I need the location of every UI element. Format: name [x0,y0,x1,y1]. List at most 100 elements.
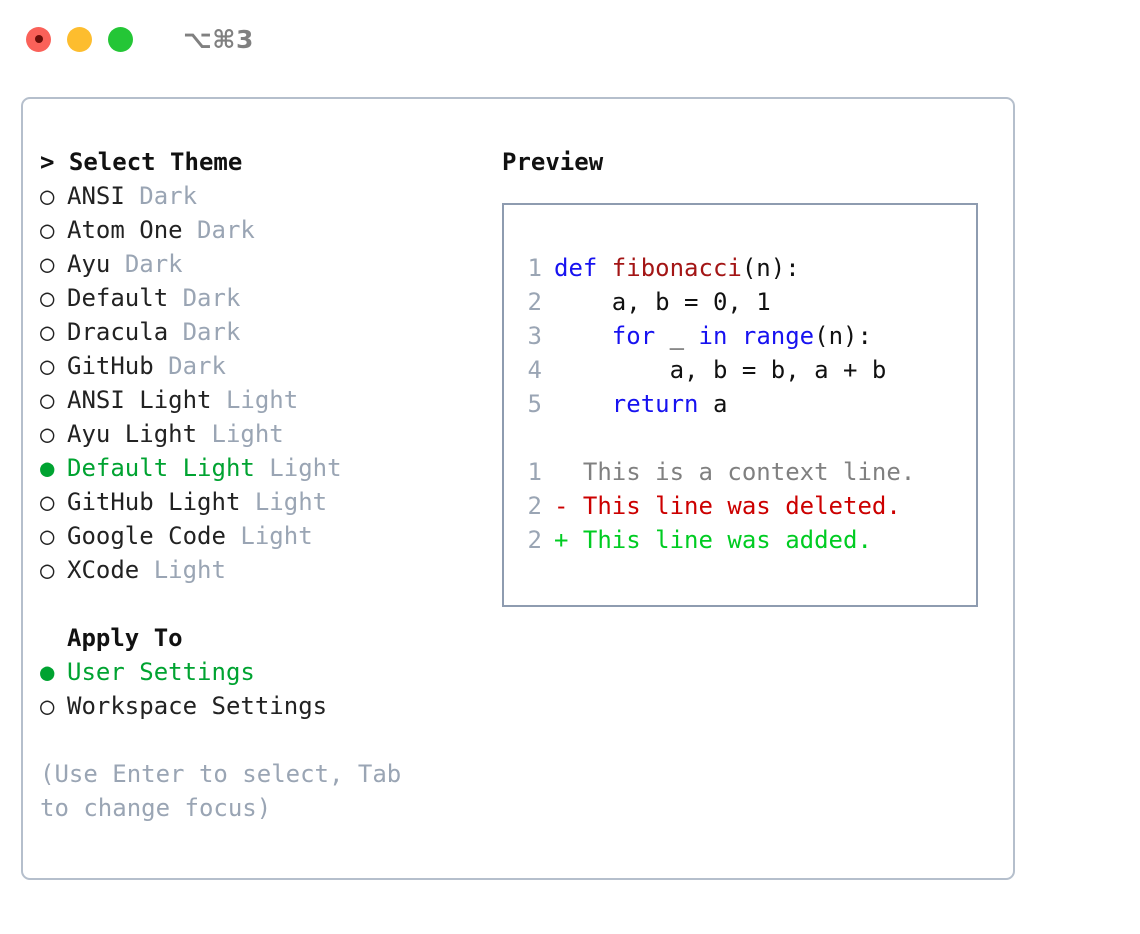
theme-option[interactable]: ○ ANSI Light Light [40,383,470,417]
theme-option-gap [226,522,240,550]
radio-unselected-icon[interactable]: ○ [40,488,55,516]
theme-option-kind: Dark [197,216,255,244]
code-token: a, b = b, a + b [554,356,887,384]
maximize-button[interactable] [108,26,133,52]
code-token: def [554,254,612,282]
code-token: in [698,322,728,350]
apply-to-option[interactable]: ● User Settings [40,655,470,689]
code-token [554,390,612,418]
select-theme-heading: > Select Theme [40,145,470,179]
theme-option-kind: Light [211,420,284,448]
theme-option-gap [125,182,139,210]
apply-to-option-label: User Settings [67,658,255,686]
close-button[interactable] [26,26,51,52]
theme-option[interactable]: ○ Atom One Dark [40,213,470,247]
theme-option-kind: Light [225,386,299,414]
theme-option-gap [183,216,197,244]
line-number: 3 [527,322,542,350]
theme-option-label: Ayu Light [67,420,198,448]
radio-unselected-icon[interactable]: ○ [40,420,55,448]
theme-option-kind: Dark [182,318,241,346]
theme-option-kind: Dark [168,352,226,380]
theme-option-gap [168,284,182,312]
radio-unselected-icon[interactable]: ○ [40,692,55,720]
diff-sign: - [554,492,569,520]
theme-option-gap [110,250,124,278]
code-token: _ [655,322,699,350]
apply-to-list: ● User Settings ○ Workspace Settings [40,655,470,723]
keyboard-shortcut-label: ⌥⌘3 [183,24,254,54]
theme-option[interactable]: ○Default Dark [40,281,470,315]
theme-option-gap [197,420,211,448]
theme-option-kind: Light [269,454,342,482]
radio-unselected-icon[interactable]: ○ [40,216,55,244]
code-token: a, b = 0, 1 [554,288,771,316]
radio-unselected-icon[interactable]: ○ [40,250,55,278]
radio-selected-icon[interactable]: ● [40,658,55,686]
radio-unselected-icon[interactable]: ○ [40,182,55,210]
code-line: 1 def fibonacci(n): [516,251,915,285]
radio-unselected-icon[interactable]: ○ [40,352,55,380]
theme-option-label: Default [67,284,169,312]
apply-to-option[interactable]: ○ Workspace Settings [40,689,470,723]
diff-line: 2- This line was deleted. [516,489,915,523]
code-token [554,322,612,350]
line-number: 1 [527,254,542,282]
theme-option-gap [255,454,269,482]
preview-heading: Preview [502,148,604,176]
theme-option[interactable]: ○Dracula Dark [40,315,470,349]
title-bar: ⌥⌘3 [0,0,1140,78]
theme-option[interactable]: ○Google Code Light [40,519,470,553]
theme-picker-panel: > Select Theme ○ANSI Dark○Atom One Dark○… [21,97,1015,880]
theme-option-kind: Dark [139,182,198,210]
keyboard-hint: (Use Enter to select, Tab to change focu… [40,760,402,822]
theme-option-gap [240,488,254,516]
code-token: for [611,322,656,350]
code-line: 3 for _ in range(n): [516,319,915,353]
code-line: 5 return a [516,387,915,421]
minimize-button[interactable] [67,26,92,52]
radio-selected-icon[interactable]: ● [40,454,55,482]
radio-unselected-icon[interactable]: ○ [40,556,55,584]
radio-unselected-icon[interactable]: ○ [40,386,55,414]
line-number: 5 [527,390,542,418]
window-controls [26,26,149,52]
diff-text: This line was added. [568,526,872,554]
apply-to-option-label: Workspace Settings [67,692,328,720]
radio-unselected-icon[interactable]: ○ [40,318,55,346]
diff-line: 1 This is a context line. [516,455,916,489]
theme-option-label: GitHub Light [67,488,241,516]
diff-text: This is a context line. [568,458,916,486]
radio-unselected-icon[interactable]: ○ [40,284,55,312]
select-theme-heading-text: Select Theme [68,148,243,176]
code-diff-separator [516,421,915,455]
code-token: (n): [741,254,800,282]
code-token [727,322,741,350]
theme-option-label: Ayu [67,250,111,278]
diff-line: 2+ This line was added. [516,523,915,557]
code-line: 2 a, b = 0, 1 [516,285,915,319]
theme-option[interactable]: ○ANSI Dark [40,179,470,213]
theme-list: ○ANSI Dark○Atom One Dark○Ayu Dark○Defaul… [40,179,470,587]
radio-unselected-icon[interactable]: ○ [40,522,55,550]
theme-option[interactable]: ○XCode Light [40,553,470,587]
theme-option-label: ANSI Light [67,386,212,414]
theme-selection-column: > Select Theme ○ANSI Dark○Atom One Dark○… [40,145,470,825]
line-number: 2 [527,526,542,554]
theme-option-gap [168,318,182,346]
theme-option[interactable]: ○ Ayu Light Light [40,417,470,451]
code-token: fibonacci [611,254,742,282]
theme-option[interactable]: ○Ayu Dark [40,247,470,281]
theme-option[interactable]: ●Default Light Light [40,451,470,485]
code-token: (n): [814,322,872,350]
theme-option-label: Atom One [67,216,183,244]
theme-option-gap [212,386,226,414]
list-spacer [40,587,470,621]
theme-option-label: GitHub [67,352,154,380]
theme-option[interactable]: ○GitHub Light Light [40,485,470,519]
theme-option[interactable]: ○ GitHub Dark [40,349,470,383]
